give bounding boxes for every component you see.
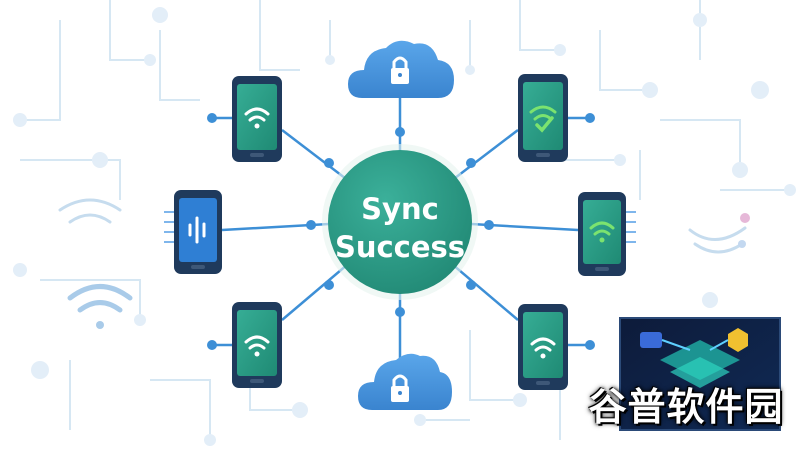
wifi-icon [589,221,615,243]
sound-wave-icon [188,216,206,244]
background-nodes [13,7,796,446]
hub [322,144,478,300]
phone-mid-left [164,190,222,274]
wifi-icon [530,337,556,359]
decor-wave-left [58,198,122,224]
wifi-icon [244,107,270,129]
lock-icon [391,56,409,84]
phone-bottom-right [518,304,568,390]
phone-top-left [232,76,282,162]
thumbnail-image [619,317,781,431]
decor-wifi-left-icon [67,284,133,329]
check-wifi-icon [529,105,557,133]
phone-top-right [518,74,568,162]
decor-wave-right [688,213,750,254]
lock-icon [391,374,409,402]
wifi-icon [244,335,270,357]
background-circuit [20,0,790,440]
cloud-bottom [358,353,452,410]
connector-nodes [207,113,595,350]
cloud-top [348,40,454,98]
phone-mid-right [578,192,636,276]
phone-bottom-left [232,302,282,388]
watermark-logo: 谷普软件园 [588,384,784,429]
